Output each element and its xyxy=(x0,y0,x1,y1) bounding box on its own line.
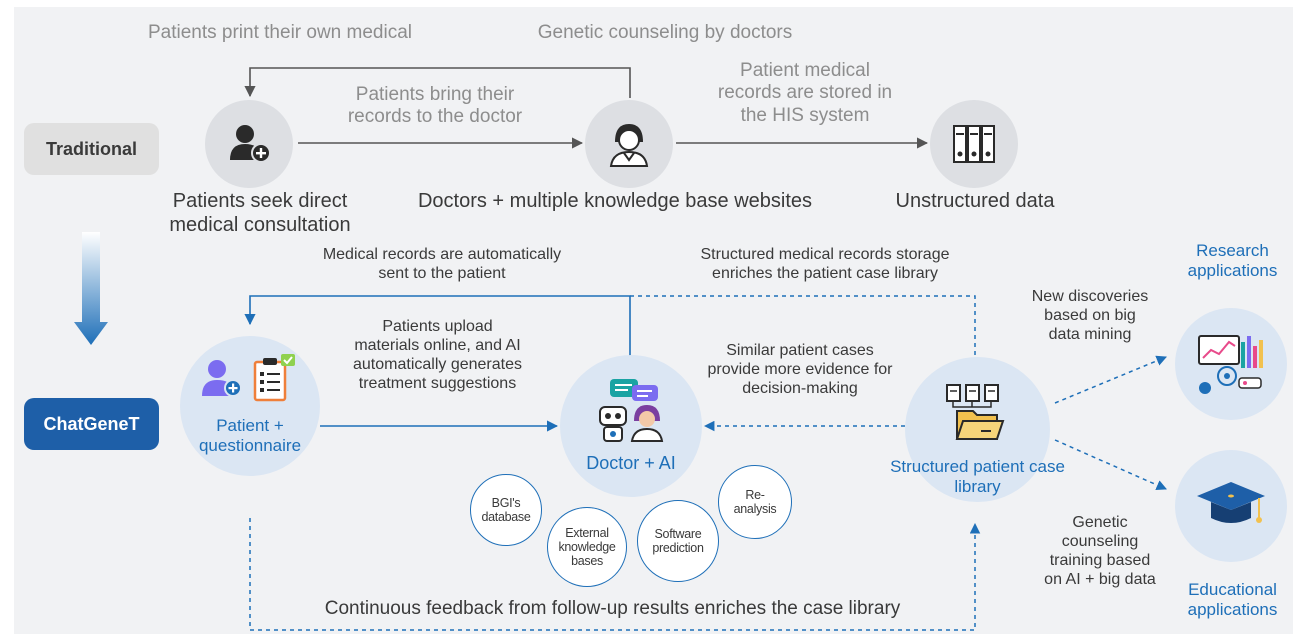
folder-documents-icon xyxy=(946,384,1005,440)
robot-doctor-icon xyxy=(599,379,664,442)
transition-arrow xyxy=(74,232,108,345)
doctor-ai-label: Doctor + AI xyxy=(586,453,676,473)
binders-icon xyxy=(953,125,995,163)
education-node xyxy=(1175,450,1287,562)
feedback-text: Continuous feedback from follow-up resul… xyxy=(324,598,901,619)
chatgenet-badge: ChatGeneT xyxy=(24,398,159,450)
patient-node xyxy=(205,100,293,188)
questionnaire-icon xyxy=(202,354,295,402)
doctor-ai-node: Doctor + AI xyxy=(560,355,702,497)
chatgenet-connectors xyxy=(244,295,1167,631)
print-records-text: Patients print their own medical xyxy=(147,22,412,43)
genetic-counseling-text: Genetic counseling by doctors xyxy=(537,22,793,43)
doctor-node xyxy=(585,100,673,188)
data-node xyxy=(930,100,1018,188)
research-node xyxy=(1175,308,1287,420)
doctor-label: Doctors + multiple knowledge base websit… xyxy=(417,190,813,212)
graduation-cap-icon xyxy=(1197,482,1265,523)
patient-questionnaire-node: Patient +questionnaire xyxy=(180,336,320,476)
unstructured-label: Unstructured data xyxy=(895,190,1055,212)
traditional-badge: Traditional xyxy=(24,123,159,175)
data-analytics-icon xyxy=(1198,335,1263,394)
patient-questionnaire-label: Patient +questionnaire xyxy=(198,416,302,456)
source-reanalysis: Re-analysis xyxy=(718,465,792,539)
add-user-icon xyxy=(230,125,271,163)
traditional-connectors xyxy=(244,67,929,149)
doctor-icon xyxy=(609,124,649,167)
